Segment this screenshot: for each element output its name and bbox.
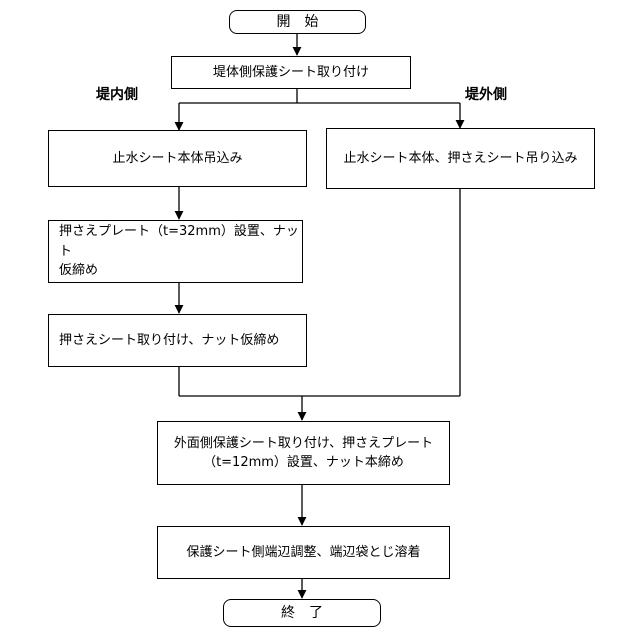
step-protect-sheet-dam-side-label: 堤体側保護シート取り付け (213, 63, 369, 83)
step-inner-press-sheet-install-label: 押さえシート取り付け、ナット仮締め (59, 331, 279, 351)
step-inner-press-plate-install-line2: 仮締め (59, 261, 302, 281)
step-inner-press-plate-install-line1: 押さえプレート（t=32mm）設置、ナット (59, 222, 302, 261)
step-outer-main-and-press-sheet-hoist: 止水シート本体、押さえシート吊り込み (326, 128, 595, 189)
label-outer-side: 堤外側 (465, 84, 507, 104)
step-inner-press-plate-install: 押さえプレート（t=32mm）設置、ナット 仮締め (48, 220, 303, 283)
step-inner-press-sheet-install: 押さえシート取り付け、ナット仮締め (48, 314, 307, 367)
end-label: 終 了 (281, 603, 323, 624)
step-outer-main-and-press-sheet-hoist-label: 止水シート本体、押さえシート吊り込み (343, 149, 577, 169)
start-node: 開 始 (229, 10, 366, 34)
step-outer-protect-sheet-and-plate: 外面側保護シート取り付け、押さえプレート （t=12mm）設置、ナット本締め (157, 421, 450, 485)
step-outer-protect-sheet-and-plate-line2: （t=12mm）設置、ナット本締め (174, 453, 433, 473)
step-edge-adjust-and-weld-label: 保護シート側端辺調整、端辺袋とじ溶着 (186, 543, 420, 563)
start-label: 開 始 (277, 12, 319, 33)
step-protect-sheet-dam-side: 堤体側保護シート取り付け (171, 56, 411, 89)
step-outer-protect-sheet-and-plate-line1: 外面側保護シート取り付け、押さえプレート (174, 434, 433, 454)
step-edge-adjust-and-weld: 保護シート側端辺調整、端辺袋とじ溶着 (157, 526, 450, 579)
label-inner-side: 堤内側 (96, 84, 138, 104)
end-node: 終 了 (223, 599, 381, 627)
step-inner-main-sheet-hoist: 止水シート本体吊込み (48, 130, 307, 187)
step-inner-main-sheet-hoist-label: 止水シート本体吊込み (112, 149, 242, 169)
